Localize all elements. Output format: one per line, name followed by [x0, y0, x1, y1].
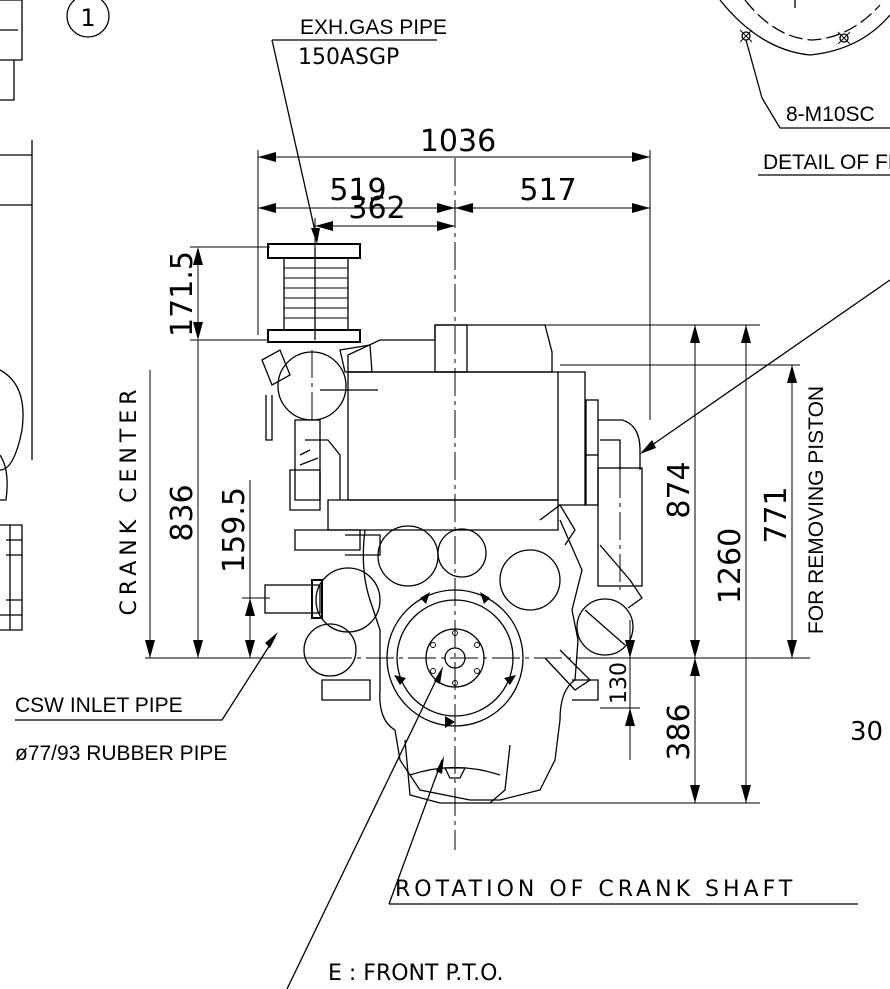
- left-dimensions: [145, 246, 340, 659]
- flange-detail: [719, 0, 890, 129]
- dim-exh-offset: 362: [348, 191, 405, 226]
- item-number: 1: [80, 4, 95, 32]
- dim-crank-center: 836: [165, 484, 200, 541]
- exh-gas-pipe-title: EXH.GAS PIPE: [300, 16, 447, 39]
- csw-leader: [15, 636, 276, 721]
- dim-bottom-depth: 386: [662, 703, 697, 760]
- dim-exh-height: 171.5: [165, 251, 200, 337]
- engine-body: [261, 243, 643, 804]
- dim-overall-height: 1260: [713, 528, 748, 604]
- csw-inlet-spec: ø77/93 RUBBER PIPE: [15, 742, 227, 765]
- right-dimensions: [455, 324, 810, 804]
- dim-right-half: 517: [519, 173, 576, 208]
- dim-pto-offset: 130: [607, 662, 632, 704]
- top-dimensions: [257, 150, 651, 420]
- pto-leader: [286, 671, 441, 989]
- rotation-arrows: [394, 592, 516, 728]
- piston-detail-leader: [641, 279, 890, 453]
- dim-top-height: 874: [662, 461, 697, 518]
- detail-title: DETAIL OF FRO: [763, 151, 890, 174]
- dim-piston-removal: 771: [759, 486, 794, 543]
- partial-dim-30: 30: [850, 717, 883, 747]
- centerlines: [240, 158, 640, 850]
- item-number-balloon: [66, 0, 110, 38]
- bolt-spec-label: 8-M10SC: [786, 103, 875, 126]
- front-pto-label: E : FRONT P.T.O.: [328, 961, 504, 986]
- piston-removal-label: FOR REMOVING PISTON: [805, 386, 828, 634]
- exh-gas-pipe-spec: 150ASGP: [298, 45, 399, 70]
- crank-center-label: CRANK CENTER: [117, 384, 142, 615]
- rotation-leader: [388, 759, 443, 905]
- dim-csw-height: 159.5: [217, 487, 252, 573]
- left-partial-view: [0, 0, 33, 631]
- dim-left-half: 519: [329, 173, 386, 208]
- dim-overall-width: 1036: [420, 124, 496, 159]
- rotation-label: ROTATION OF CRANK SHAFT: [395, 877, 796, 902]
- exh-leader-line: [271, 39, 318, 241]
- csw-inlet-title: CSW INLET PIPE: [15, 694, 183, 717]
